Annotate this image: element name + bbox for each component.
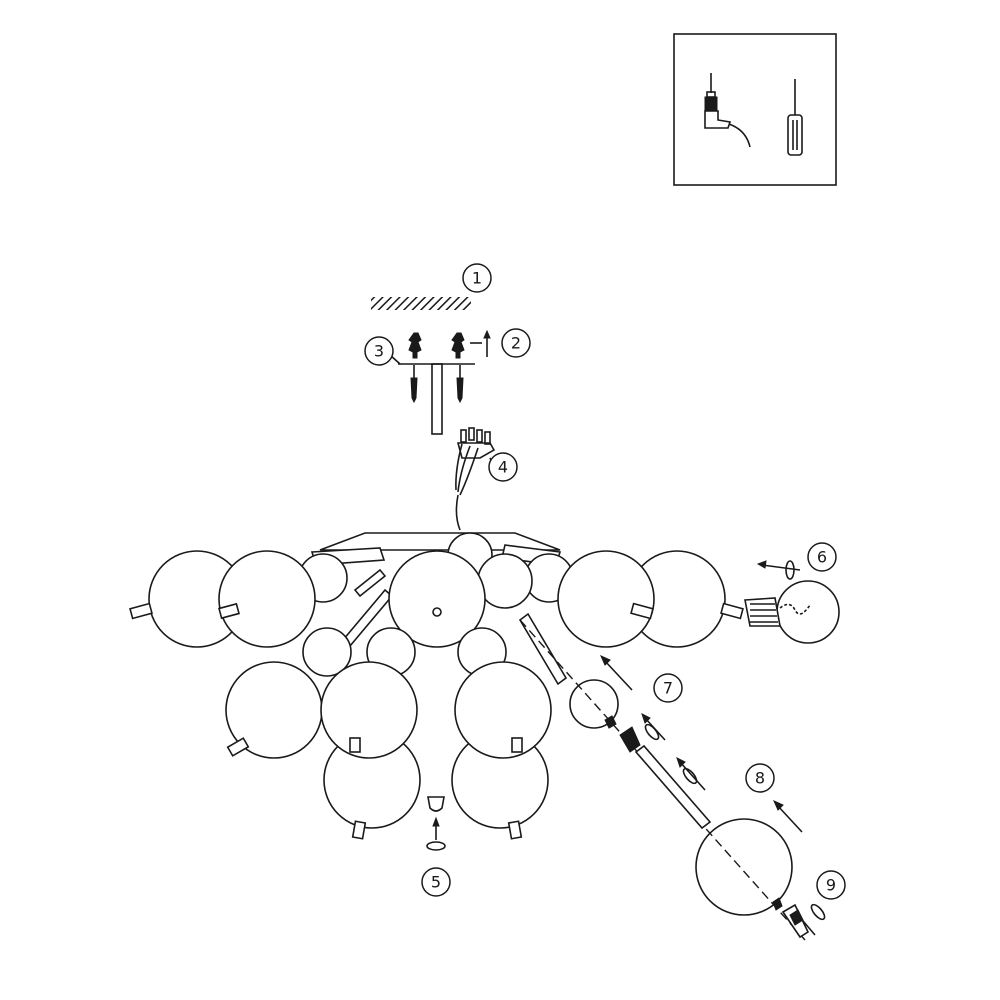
threaded-rod	[604, 715, 810, 939]
step-number: 2	[511, 334, 521, 353]
screw-right	[456, 365, 464, 404]
step-number: 8	[755, 769, 765, 788]
sphere-exploded-large	[695, 818, 793, 916]
step-callout-5: 5	[421, 867, 451, 897]
step-callout-6: 6	[807, 542, 837, 572]
arrow-up-icon	[470, 329, 491, 357]
step-callout-1: 1	[462, 263, 492, 293]
glass-spheres	[148, 532, 793, 916]
wall-plug-left	[408, 332, 422, 359]
terminal-block	[455, 427, 496, 531]
step-callout-4: 4	[488, 452, 518, 482]
screwdriver-icon	[787, 79, 803, 156]
end-cap	[427, 796, 445, 812]
step-callout-2: 2	[501, 328, 531, 358]
ceiling	[371, 297, 471, 310]
step-number: 3	[374, 342, 384, 361]
step-callout-9: 9	[816, 870, 846, 900]
step-number: 1	[472, 269, 482, 288]
sphere-small	[477, 553, 533, 609]
screw-left	[410, 365, 418, 404]
step-number: 5	[431, 873, 441, 892]
step-callout-3: 3	[364, 336, 394, 366]
sphere-large	[388, 550, 486, 648]
step-callout-7: 7	[653, 673, 683, 703]
step-number: 9	[826, 876, 836, 895]
step-number: 6	[817, 548, 827, 567]
tools-box	[673, 33, 837, 186]
step-callout-8: 8	[745, 763, 775, 793]
sockets	[129, 602, 744, 840]
step-number: 7	[663, 679, 673, 698]
sphere-small	[302, 627, 352, 677]
sphere-large	[218, 550, 316, 648]
sphere-large	[557, 550, 655, 648]
rotate-icons	[426, 560, 826, 921]
sphere-large	[454, 661, 552, 759]
light-bulb	[744, 580, 840, 644]
sphere-large	[320, 661, 418, 759]
drill-icon	[704, 73, 751, 148]
step-number: 4	[498, 458, 508, 477]
wall-plug-right	[451, 332, 465, 359]
